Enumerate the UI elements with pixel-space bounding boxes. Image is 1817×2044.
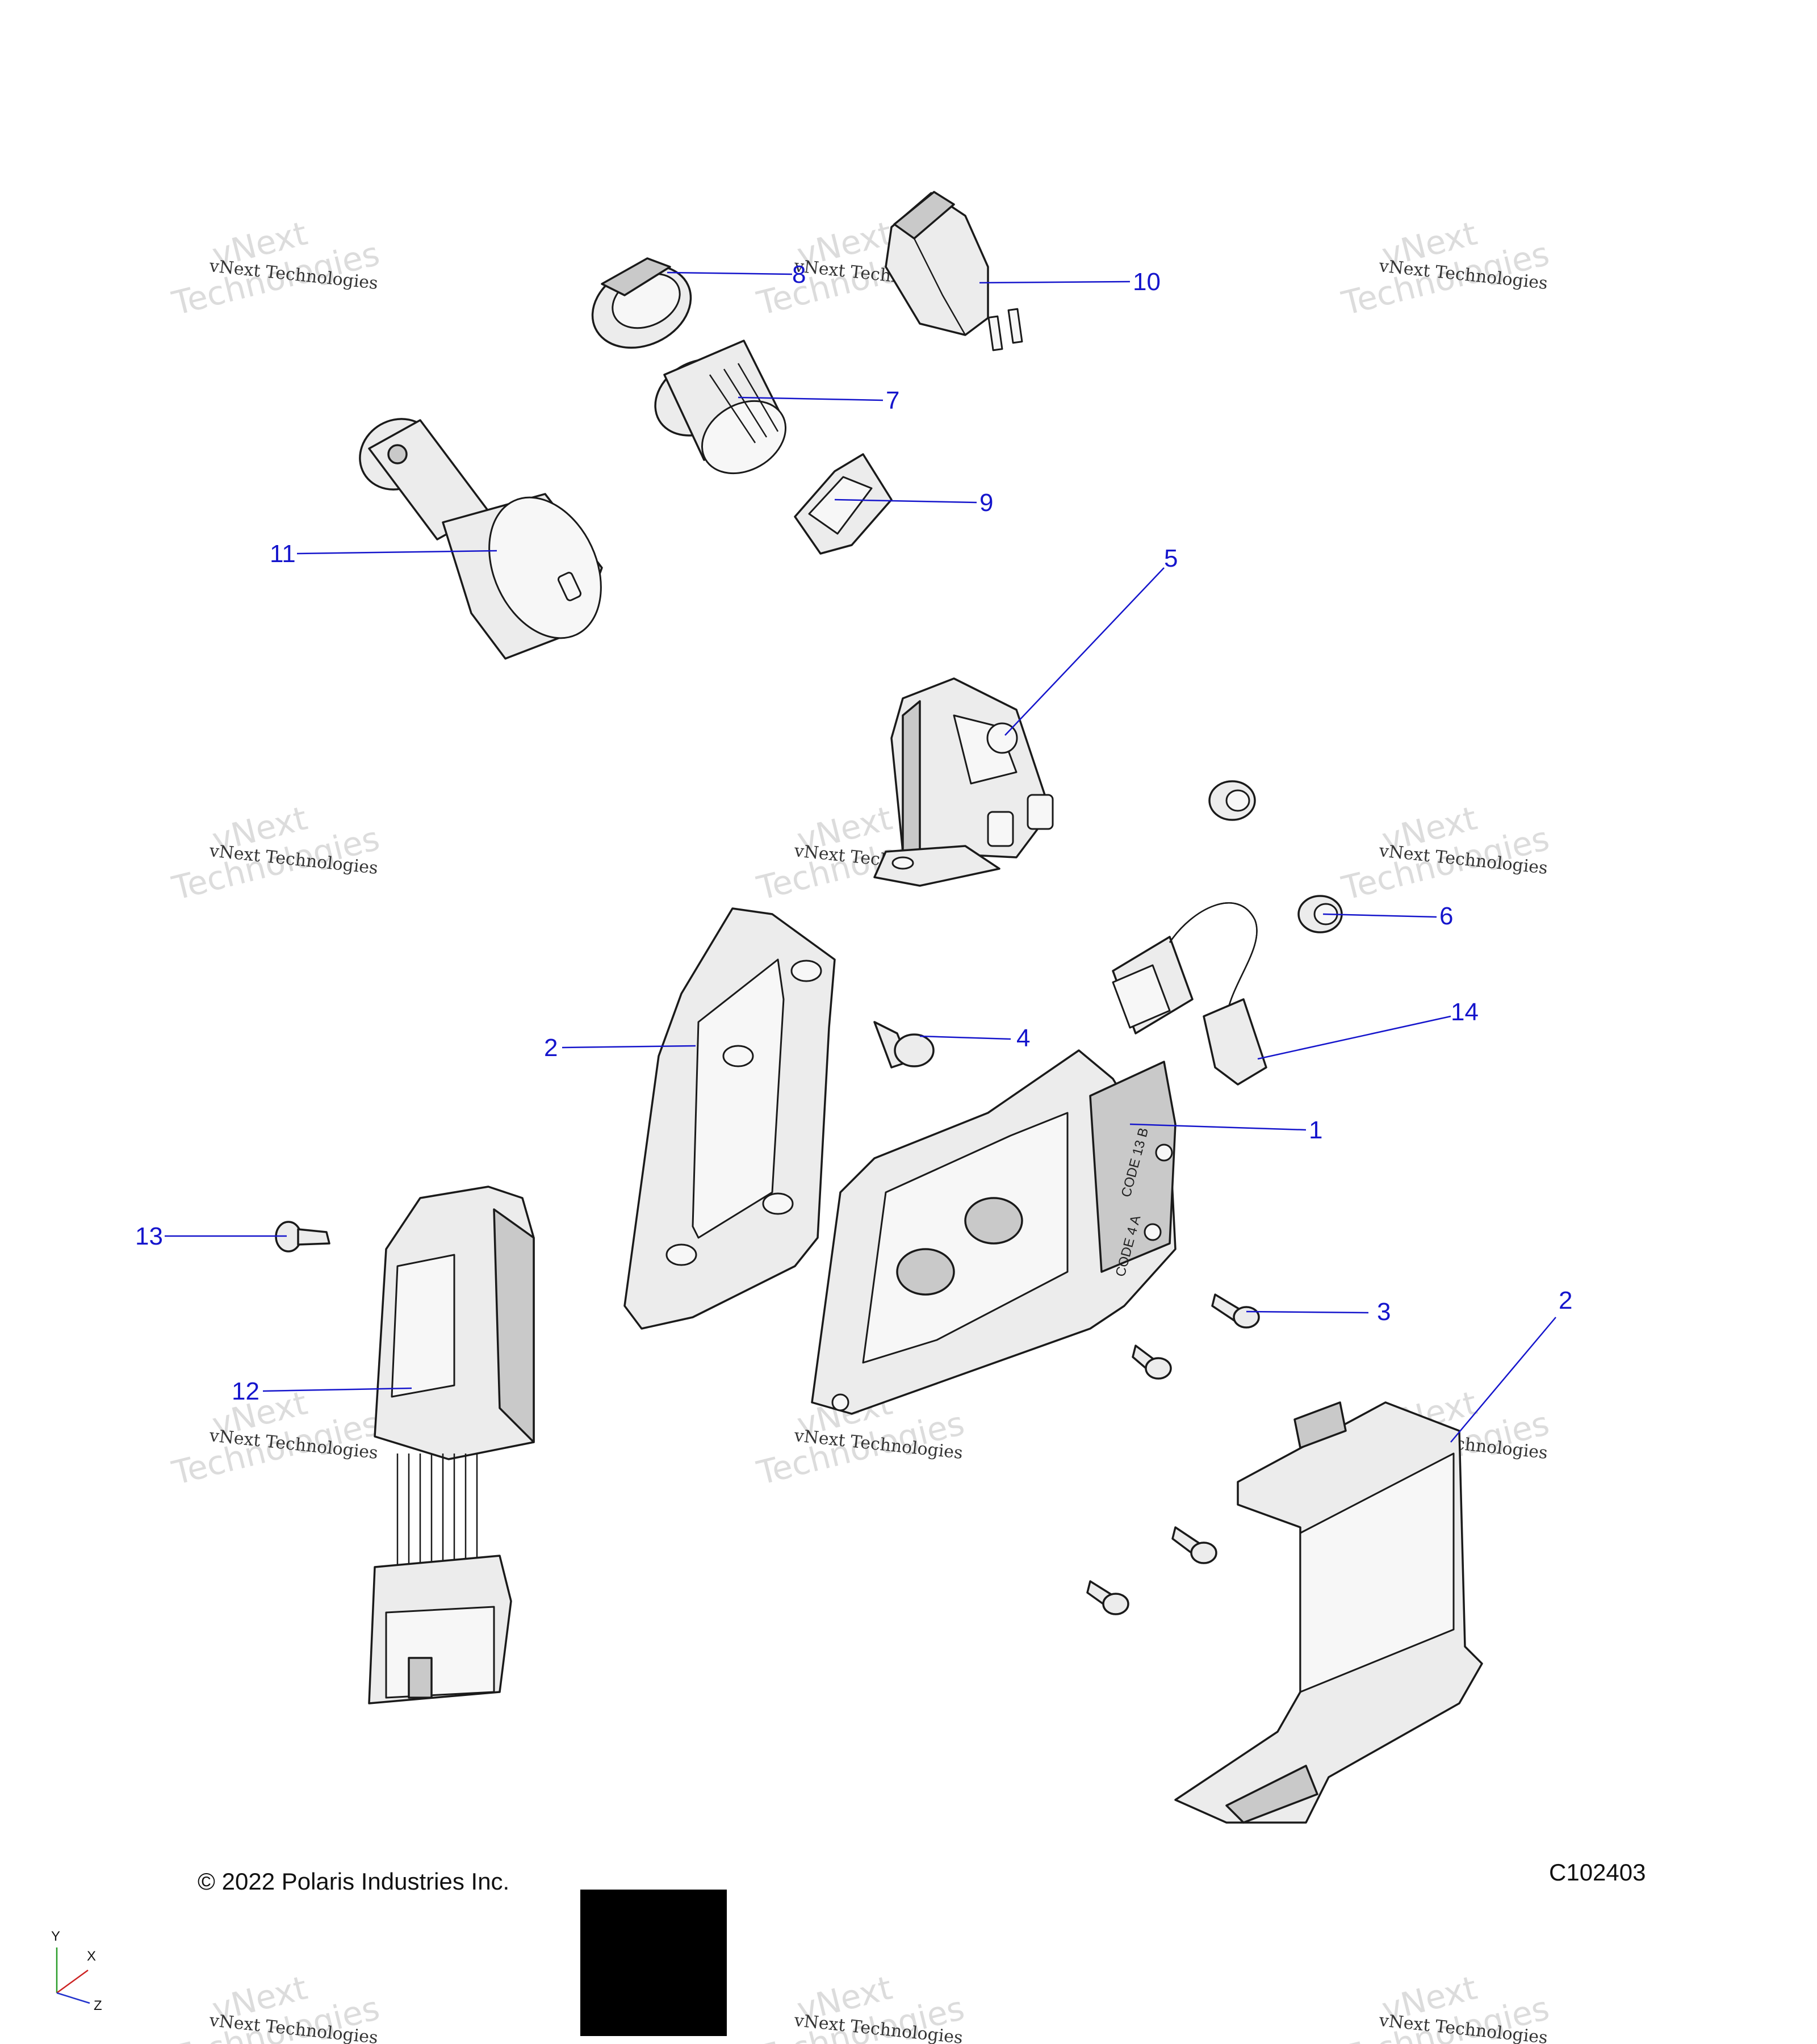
part-7-socket[interactable] xyxy=(642,340,799,488)
leader-6 xyxy=(1322,913,1437,918)
leader-5 xyxy=(1004,567,1165,736)
part-8-nut[interactable] xyxy=(579,250,705,363)
callout-3[interactable]: 3 xyxy=(1377,1298,1391,1326)
redaction-block xyxy=(580,1890,727,2036)
part-4-push-pin[interactable] xyxy=(873,1021,935,1069)
callout-6[interactable]: 6 xyxy=(1439,902,1453,930)
callout-14[interactable]: 14 xyxy=(1451,998,1479,1026)
part-6-bolt-upper[interactable] xyxy=(1208,780,1256,821)
watermark: Technologies vNext vNext Technologies xyxy=(168,214,383,323)
leader-12 xyxy=(262,1387,412,1392)
watermark: Technologies vNext vNext Technologies xyxy=(753,1968,968,2044)
harness-wires xyxy=(396,1454,478,1573)
leader-lines xyxy=(165,271,1556,1443)
leader-10 xyxy=(979,280,1131,284)
callouts: 1 2 2 3 4 5 6 7 8 9 10 11 12 13 14 xyxy=(135,261,1572,1405)
callout-2-cover[interactable]: 2 xyxy=(1559,1287,1572,1314)
axis-y-label: Y xyxy=(51,1929,60,1944)
callout-4[interactable]: 4 xyxy=(1016,1024,1030,1052)
axis-x-line xyxy=(56,1969,89,1994)
watermark: Technologies vNext vNext Technologies xyxy=(1338,214,1553,323)
leader-11 xyxy=(296,550,497,555)
part-2-cover[interactable] xyxy=(1174,1401,1483,1824)
callout-13[interactable]: 13 xyxy=(135,1222,163,1250)
part-3-screw-b[interactable] xyxy=(1132,1344,1172,1380)
leader-1 xyxy=(1129,1123,1307,1131)
part-10-relay[interactable] xyxy=(885,191,1023,351)
leader-9 xyxy=(834,499,977,504)
leader-2-bracket xyxy=(562,1045,696,1049)
part-14-sensor-harness[interactable] xyxy=(1112,902,1267,1086)
leader-7 xyxy=(738,396,884,401)
watermark: Technologies vNext vNext Technologies xyxy=(1338,1968,1553,2044)
part-9-hex-nut[interactable] xyxy=(794,453,893,555)
leader-14 xyxy=(1257,1015,1451,1060)
part-2-bracket[interactable] xyxy=(623,907,836,1330)
callout-11[interactable]: 11 xyxy=(270,540,296,568)
part-12-module[interactable] xyxy=(368,1186,535,1704)
axis-z-label: Z xyxy=(94,1998,102,2013)
watermark: Technologies vNext vNext Technologies xyxy=(1338,799,1553,908)
leader-4 xyxy=(919,1035,1011,1040)
part-1-ecu[interactable]: CODE 13 B CODE 4 A xyxy=(811,1049,1177,1415)
callout-1[interactable]: 1 xyxy=(1309,1116,1322,1144)
callout-5[interactable]: 5 xyxy=(1164,544,1178,572)
part-3-screw-c[interactable] xyxy=(1171,1526,1217,1564)
watermark: Technologies vNext vNext Technologies xyxy=(168,1968,383,2044)
leader-3 xyxy=(1246,1310,1369,1314)
callout-8[interactable]: 8 xyxy=(792,261,806,288)
callout-12[interactable]: 12 xyxy=(232,1377,259,1405)
callout-10[interactable]: 10 xyxy=(1133,268,1161,296)
callout-7[interactable]: 7 xyxy=(886,387,899,414)
axis-x-label: X xyxy=(87,1949,96,1964)
copyright-notice: © 2022 Polaris Industries Inc. xyxy=(198,1868,509,1895)
axis-z-line xyxy=(56,1992,90,2004)
watermark: Technologies vNext vNext Technologies xyxy=(168,1384,383,1493)
leader-2-cover xyxy=(1450,1317,1556,1443)
axis-triad: Y X Z xyxy=(51,1929,102,2013)
watermark: Technologies vNext vNext Technologies xyxy=(168,799,383,908)
part-5-regulator[interactable] xyxy=(873,677,1054,887)
drawing-number: C102403 xyxy=(1549,1859,1646,1886)
callout-9[interactable]: 9 xyxy=(979,489,993,517)
leader-8 xyxy=(667,271,793,275)
part-11-ignition-switch[interactable] xyxy=(347,405,622,660)
callout-2-bracket[interactable]: 2 xyxy=(544,1034,558,1062)
part-3-screw-d[interactable] xyxy=(1086,1580,1129,1615)
